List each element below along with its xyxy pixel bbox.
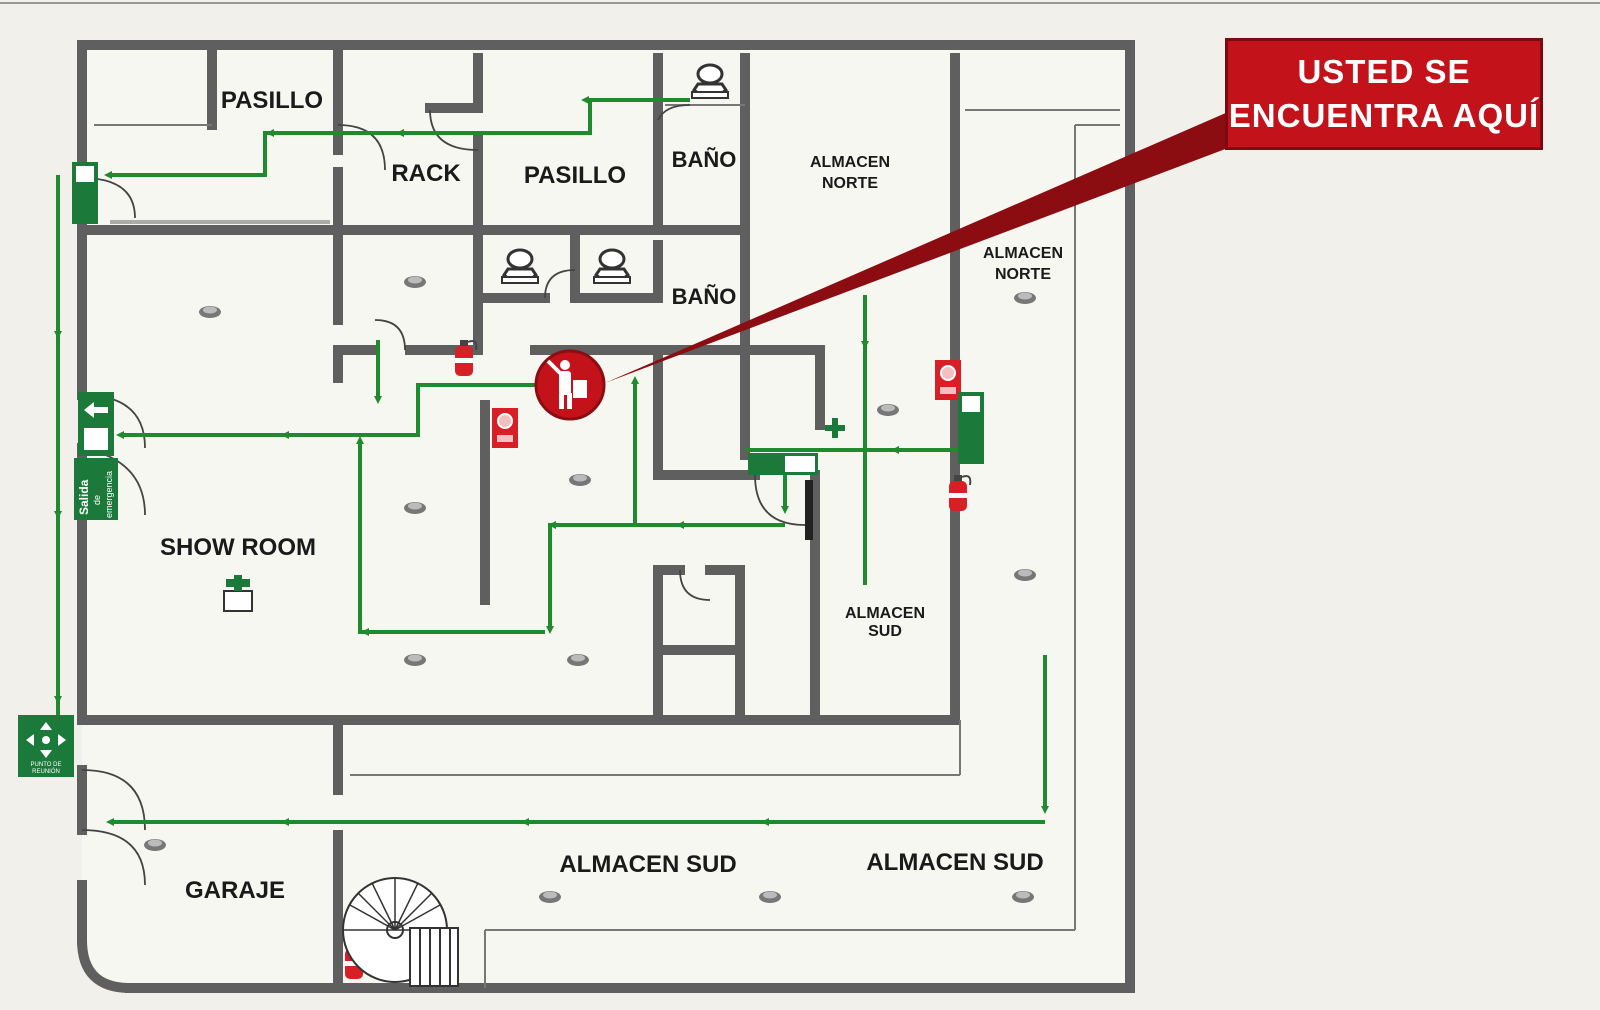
you-are-here-line-2: ENCUENTRA AQUÍ [1228, 97, 1540, 134]
punto-line-2: REUNIÓN [32, 768, 60, 775]
room-label-almacen-norte-2-b: NORTE [995, 266, 1051, 283]
first-aid-icon [223, 575, 253, 612]
salida-emergencia-sign: Salida de emergencia [74, 458, 118, 520]
room-label-bano-2: BAÑO [672, 284, 737, 309]
room-label-almacen-sud-small-a: ALMACEN [845, 605, 925, 622]
you-are-here-box: USTED SE ENCUENTRA AQUÍ [1225, 38, 1543, 150]
room-label-almacen-sud-2: ALMACEN SUD [866, 849, 1043, 876]
room-label-rack: RACK [391, 160, 461, 187]
punto-line-1: PUNTO DE [31, 762, 62, 768]
person-marker-icon [534, 349, 606, 421]
pointer-beam [605, 112, 1228, 383]
evacuation-routes [54, 96, 1049, 826]
spiral-staircase-icon [342, 877, 459, 987]
salida-line-3: emergencia [104, 471, 114, 518]
room-label-show-room: SHOW ROOM [160, 534, 316, 561]
room-label-almacen-sud-1: ALMACEN SUD [559, 851, 736, 878]
room-label-almacen-norte-1-a: ALMACEN [810, 154, 890, 171]
room-label-pasillo-2: PASILLO [524, 162, 626, 189]
fire-alarm-icon [491, 407, 519, 449]
assembly-point-icon: PUNTO DE REUNIÓN [18, 715, 74, 777]
emergency-exit-icon [72, 162, 984, 475]
first-aid-icon [825, 418, 845, 438]
room-label-almacen-norte-2-a: ALMACEN [983, 245, 1063, 262]
room-label-almacen-sud-small-b: SUD [868, 623, 902, 640]
room-label-pasillo-1: PASILLO [221, 87, 323, 114]
you-are-here-line-1: USTED SE [1297, 53, 1471, 90]
salida-line-2: de [92, 495, 102, 505]
room-label-garaje: GARAJE [185, 877, 285, 904]
room-label-almacen-norte-1-b: NORTE [822, 175, 878, 192]
room-label-bano-1: BAÑO [672, 147, 737, 172]
fire-alarm-icon [934, 359, 962, 401]
salida-line-1: Salida [77, 479, 91, 515]
